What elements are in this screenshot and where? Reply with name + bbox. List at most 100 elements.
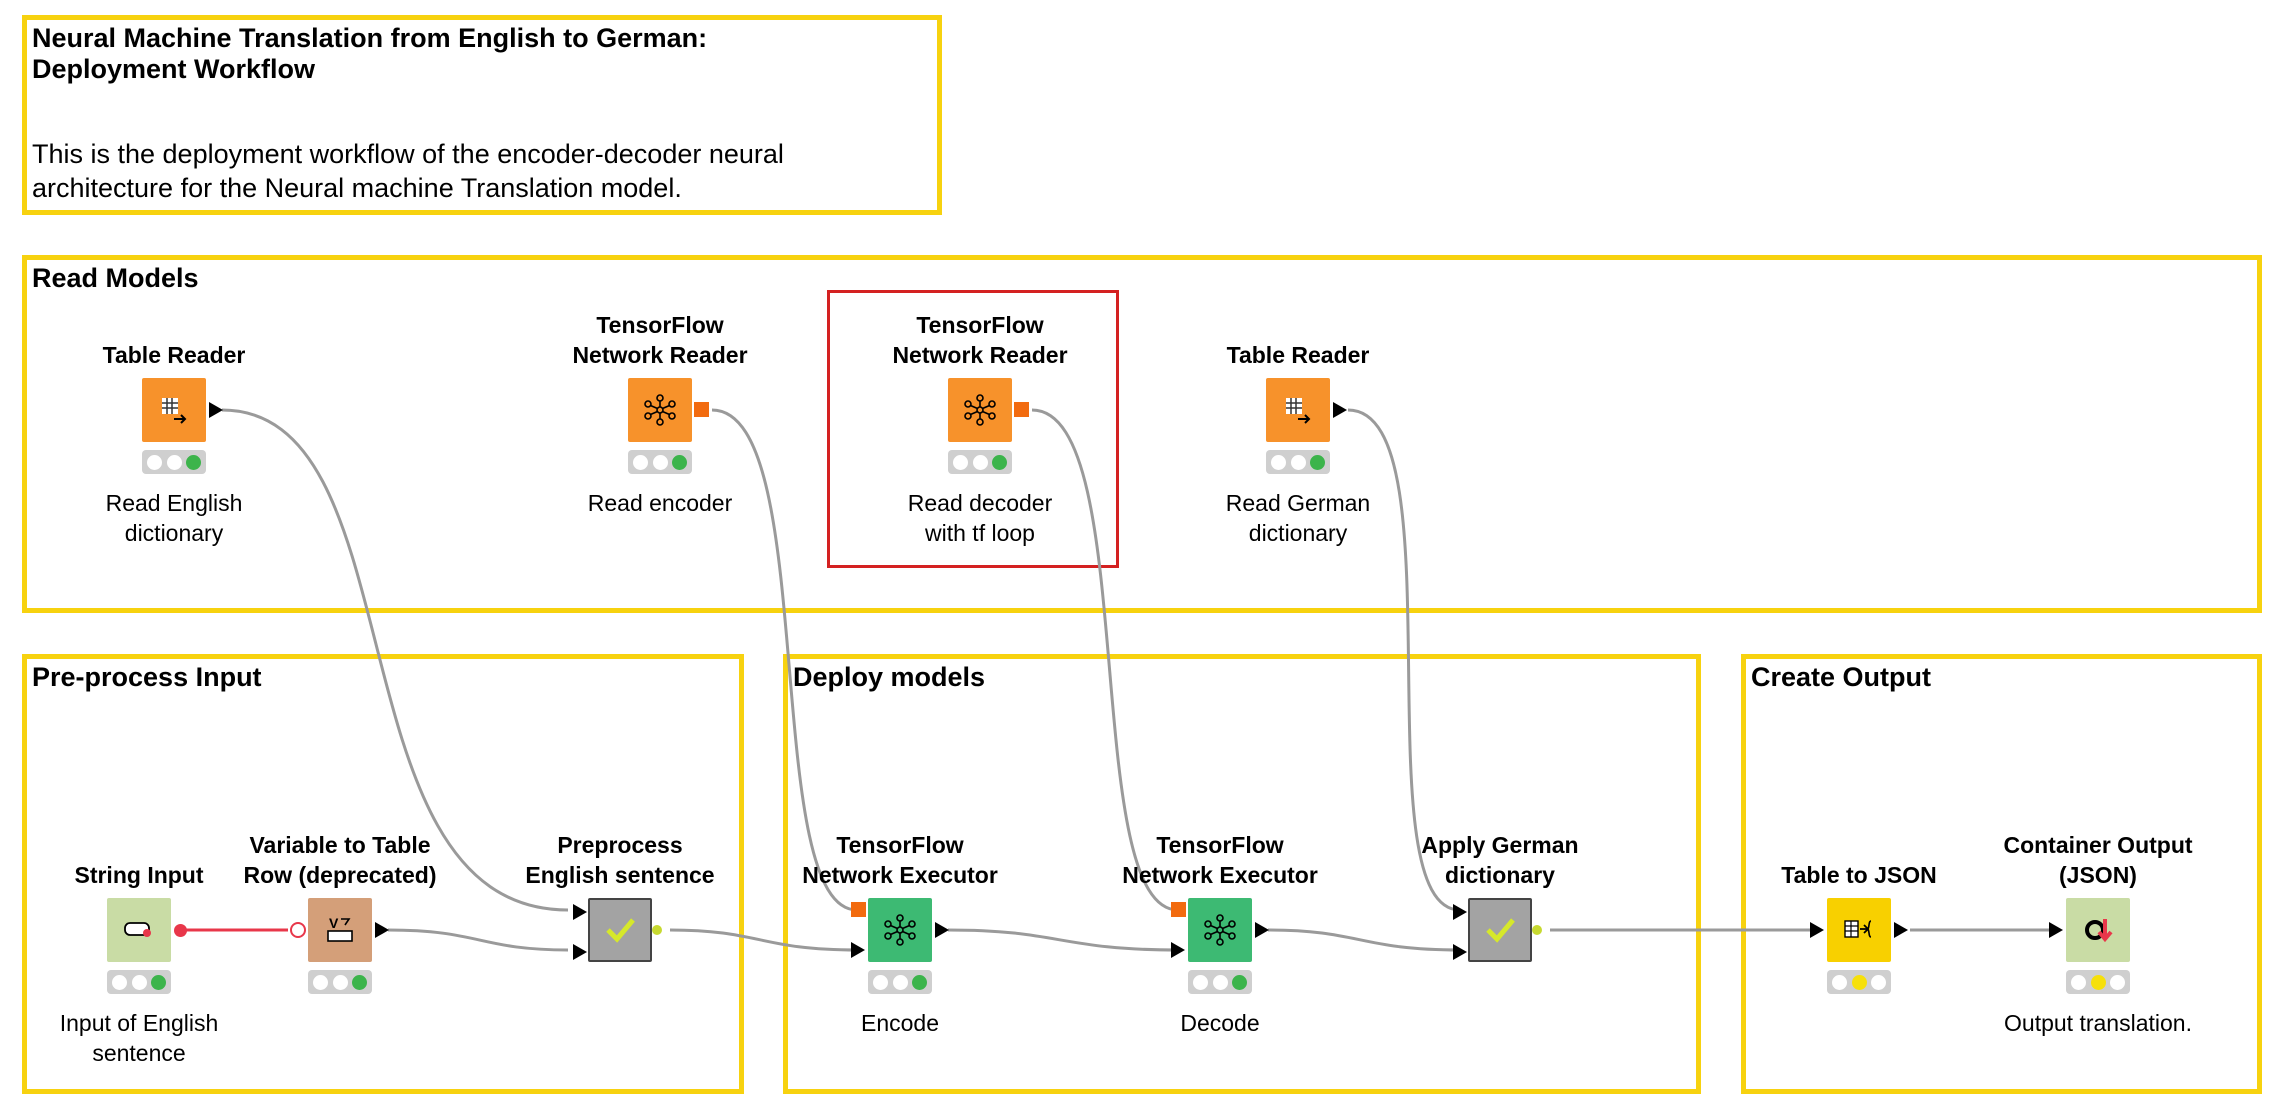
node-caption[interactable]: Output translation.: [2004, 1010, 2192, 1036]
node-title: Table Reader: [1226, 342, 1370, 368]
metanode-check-icon[interactable]: [1453, 898, 1542, 962]
node-title: String Input: [74, 862, 204, 888]
group-deploy-title: Deploy models: [793, 662, 986, 692]
node-title: Table to JSON: [1781, 862, 1937, 888]
tensorflow-network-icon[interactable]: [948, 378, 1029, 442]
svg-text:V: V: [329, 915, 339, 931]
table-to-json-icon[interactable]: [1810, 898, 1908, 962]
node-caption[interactable]: Read encoder: [587, 490, 733, 516]
node-string-input[interactable]: String Input Input of English sentence: [0, 862, 279, 1068]
node-title: Variable to Table Row (deprecated): [243, 832, 437, 888]
input-port-table[interactable]: [1171, 942, 1185, 958]
input-port-table-2[interactable]: [573, 944, 587, 960]
description-body-line-2: architecture for the Neural machine Tran…: [32, 173, 682, 203]
wire-english-dict-to-preprocess[interactable]: [221, 408, 569, 912]
metanode-check-icon[interactable]: [573, 898, 662, 962]
node-title: TensorFlow Network Executor: [802, 832, 998, 888]
node-tf-executor-encode[interactable]: TensorFlow Network Executor Encode: [760, 832, 1040, 1038]
group-create-output: Create Output: [1741, 654, 2262, 1094]
node-title: Preprocess English sentence: [525, 832, 715, 888]
node-caption[interactable]: Input of English sentence: [59, 1010, 219, 1066]
input-port-table[interactable]: [851, 942, 865, 958]
wire-decoder-to-decode[interactable]: [1031, 408, 1179, 912]
node-title: Apply German dictionary: [1421, 832, 1579, 888]
group-output-title: Create Output: [1751, 662, 1932, 692]
group-preprocess-title: Pre-process Input: [32, 662, 262, 692]
status-traffic-light: [107, 970, 171, 994]
input-port-table[interactable]: [1810, 922, 1824, 938]
description-title: Neural Machine Translation from English …: [32, 23, 707, 85]
input-port-network[interactable]: [851, 902, 866, 917]
output-port-network[interactable]: [694, 402, 709, 417]
wire-decode-to-apply[interactable]: [1267, 928, 1461, 952]
node-table-to-json[interactable]: Table to JSON: [1719, 862, 1999, 994]
input-port-table-2[interactable]: [1453, 944, 1467, 960]
description-title-line-1: Neural Machine Translation from English …: [32, 23, 708, 53]
node-caption[interactable]: Read decoder with tf loop: [907, 490, 1053, 546]
wire-preprocess-to-encode[interactable]: [669, 928, 858, 952]
status-traffic-light: [1188, 970, 1252, 994]
status-traffic-light: [948, 450, 1012, 474]
node-caption[interactable]: Read English dictionary: [105, 490, 243, 546]
input-port-flow-variable[interactable]: [290, 922, 306, 938]
output-port-network[interactable]: [1014, 402, 1029, 417]
node-container-output-json[interactable]: Container Output (JSON) Output translati…: [1958, 832, 2238, 1038]
input-port-table[interactable]: [2049, 922, 2063, 938]
node-tf-executor-decode[interactable]: TensorFlow Network Executor Decode: [1080, 832, 1360, 1038]
input-port-table-1[interactable]: [1453, 904, 1467, 920]
output-port-table[interactable]: [209, 402, 223, 418]
group-read-models: Read Models: [22, 255, 2262, 613]
output-port-table[interactable]: [1532, 925, 1542, 935]
group-deploy-models: Deploy models: [783, 654, 1701, 1094]
node-variable-to-table-row[interactable]: Variable to Table Row (deprecated) V: [200, 832, 480, 994]
node-tf-reader-encoder[interactable]: TensorFlow Network Reader Read encoder: [520, 312, 800, 518]
output-port-table[interactable]: [1333, 402, 1347, 418]
output-port-flow-variable[interactable]: [174, 924, 187, 937]
node-caption[interactable]: Read German dictionary: [1225, 490, 1371, 546]
status-traffic-light: [1827, 970, 1891, 994]
tensorflow-executor-icon[interactable]: [851, 898, 949, 962]
variable-to-table-icon[interactable]: V: [290, 898, 389, 962]
description-body-line-1: This is the deployment workflow of the e…: [32, 139, 784, 169]
description-body: This is the deployment workflow of the e…: [32, 137, 784, 205]
status-traffic-light: [1266, 450, 1330, 474]
node-caption[interactable]: Encode: [860, 1010, 939, 1036]
node-title: TensorFlow Network Reader: [892, 312, 1068, 368]
output-port-table[interactable]: [1255, 922, 1269, 938]
status-traffic-light: [142, 450, 206, 474]
output-port-table[interactable]: [375, 922, 389, 938]
status-traffic-light: [868, 970, 932, 994]
output-port-table[interactable]: [1894, 922, 1908, 938]
container-output-icon[interactable]: [2049, 898, 2130, 962]
status-traffic-light: [628, 450, 692, 474]
node-title: TensorFlow Network Executor: [1122, 832, 1318, 888]
status-traffic-light: [308, 970, 372, 994]
tensorflow-executor-icon[interactable]: [1171, 898, 1269, 962]
input-port-network[interactable]: [1171, 902, 1186, 917]
table-reader-icon[interactable]: [142, 378, 223, 442]
string-input-icon[interactable]: [107, 898, 187, 962]
node-apply-german-dictionary[interactable]: Apply German dictionary: [1360, 832, 1640, 962]
node-table-reader-german[interactable]: Table Reader Read German dictionary: [1158, 342, 1438, 548]
input-port-table-1[interactable]: [573, 904, 587, 920]
node-selection-highlight: [827, 290, 1119, 568]
table-reader-icon[interactable]: [1266, 378, 1347, 442]
node-preprocess-metanode[interactable]: Preprocess English sentence: [480, 832, 760, 962]
tensorflow-network-icon[interactable]: [628, 378, 709, 442]
description-title-line-2: Deployment Workflow: [32, 54, 316, 84]
wire-german-dict-to-apply[interactable]: [1347, 408, 1461, 912]
node-title: Container Output (JSON): [2003, 832, 2193, 888]
wire-var-to-preprocess[interactable]: [387, 928, 569, 952]
node-title: TensorFlow Network Reader: [572, 312, 748, 368]
output-port-table[interactable]: [652, 925, 662, 935]
output-port-table[interactable]: [935, 922, 949, 938]
node-title: Table Reader: [102, 342, 246, 368]
group-preprocess-input: Pre-process Input: [22, 654, 744, 1094]
node-caption[interactable]: Decode: [1180, 1010, 1260, 1036]
workflow-description-annotation: Neural Machine Translation from English …: [22, 15, 942, 215]
group-read-models-title: Read Models: [32, 263, 199, 293]
wire-encoder-to-encode[interactable]: [711, 408, 858, 912]
node-table-reader-english[interactable]: Table Reader Read English dictionary: [34, 342, 314, 548]
node-tf-reader-decoder[interactable]: TensorFlow Network Reader Read decoder w…: [840, 312, 1120, 548]
wire-encode-to-decode[interactable]: [947, 928, 1179, 952]
